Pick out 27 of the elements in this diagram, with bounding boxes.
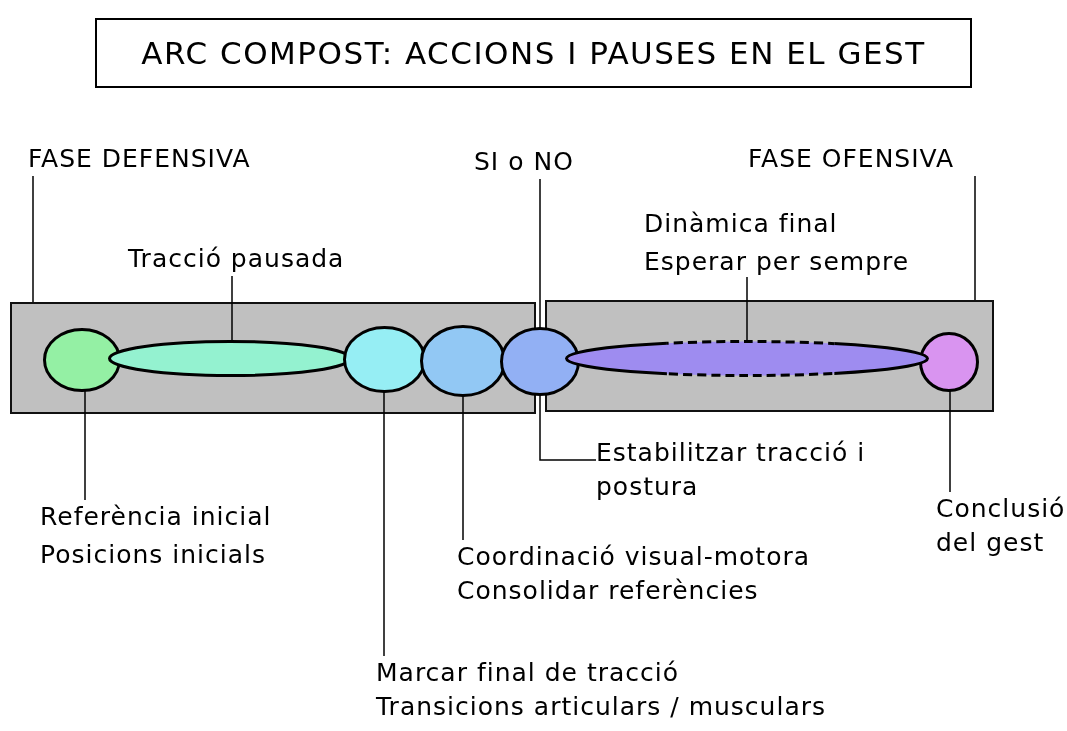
- leader-line: [84, 389, 86, 501]
- label-text: Coordinació visual-motora: [457, 541, 812, 573]
- leader-line: [383, 390, 385, 657]
- leader-line: [949, 389, 951, 493]
- label-text: Dinàmica final: [644, 208, 839, 240]
- leader-line: [746, 276, 748, 343]
- label-text: Estabilitzar tracció i postura: [596, 437, 867, 503]
- leader-line: [32, 175, 34, 303]
- label-text: Consolidar referències: [457, 575, 760, 607]
- leader-line: [539, 178, 541, 330]
- label-text: FASE OFENSIVA: [748, 143, 956, 175]
- label-text: Marcar final de tracció: [376, 657, 681, 689]
- label-text: Referència inicial: [40, 501, 273, 533]
- label-text: Conclusió del gest: [936, 493, 1067, 559]
- phase-band: [10, 302, 536, 414]
- title: ARC COMPOST: ACCIONS I PAUSES EN EL GEST: [95, 18, 972, 88]
- label-text: Posicions inicials: [40, 539, 267, 571]
- label-text: Tracció pausada: [128, 243, 346, 275]
- label-text: SI o NO: [474, 146, 575, 178]
- label-text: Esperar per sempre: [644, 246, 911, 278]
- label-text: Transicions articulars / musculars: [376, 691, 827, 723]
- leader-line: [974, 175, 976, 301]
- leader-line: [462, 394, 464, 541]
- phase-band: [545, 300, 994, 412]
- leader-line: [539, 393, 597, 461]
- label-text: FASE DEFENSIVA: [28, 143, 252, 175]
- leader-line: [231, 275, 233, 343]
